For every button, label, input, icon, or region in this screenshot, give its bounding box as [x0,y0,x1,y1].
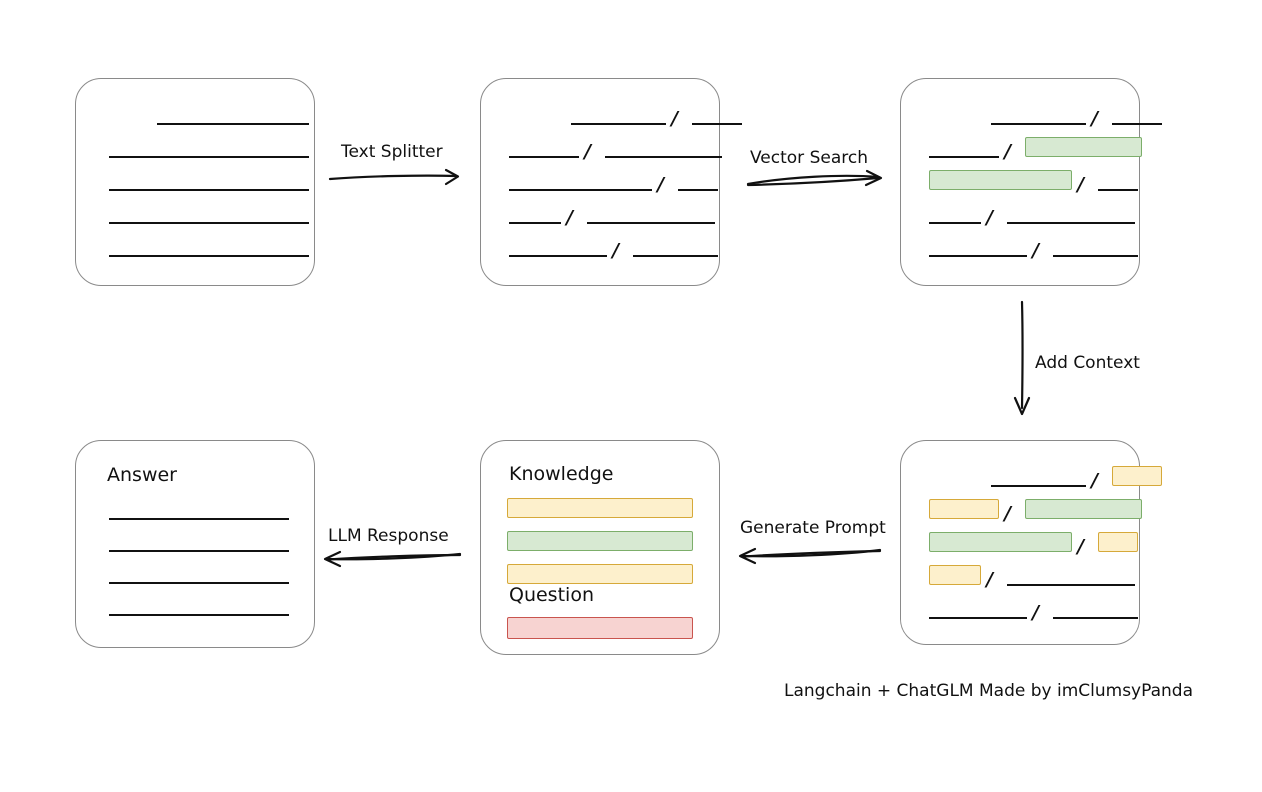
highlight-chip-green [929,170,1072,190]
prompt-knowledge-bar-3 [507,564,693,584]
prompt-knowledge-bar-1 [507,498,693,518]
highlight-chip-yellow [929,565,981,585]
chunk-separator-slash: / [1032,601,1039,624]
text-line-rule [991,485,1086,487]
arrow-text-splitter [328,168,460,186]
chunk-separator-slash: / [1077,535,1084,558]
text-line-rule [1007,222,1135,224]
text-line-rule [1007,584,1135,586]
text-line-rule [692,123,742,125]
answer-heading: Answer [107,464,177,486]
edge-label-vector-search: Vector Search [750,148,868,168]
highlight-chip-green [1025,499,1142,519]
text-line-rule [571,123,666,125]
node-answer[interactable]: Answer [75,440,315,648]
arrow-add-context [1013,300,1031,416]
context-added-lines: / / / / / [901,441,1162,644]
text-line-rule [509,222,561,224]
highlight-chip-yellow [929,499,999,519]
node-context-added[interactable]: / / / / / [900,440,1162,645]
chunk-separator-slash: / [986,568,993,591]
arrow-generate-prompt [738,547,882,565]
text-line-rule [633,255,718,257]
text-line-rule [929,617,1027,619]
footer-credit: Langchain + ChatGLM Made by imClumsyPand… [784,681,1193,701]
node-prompt[interactable]: Knowledge Question [480,440,720,655]
text-line-rule [1098,189,1138,191]
node-source-document[interactable] [75,78,315,286]
prompt-heading-question: Question [509,584,594,606]
edge-label-llm-response: LLM Response [328,526,449,546]
edge-label-add-context: Add Context [1035,353,1140,373]
text-line-rule [991,123,1086,125]
chunk-separator-slash: / [1091,469,1098,492]
chunk-separator-slash: / [612,239,619,262]
highlight-chip-yellow [1098,532,1138,552]
prompt-knowledge-bar-2 [507,531,693,551]
text-line-rule [1053,617,1138,619]
node-split-chunks[interactable]: / / / / / [480,78,742,286]
text-line-rule [509,255,607,257]
split-chunks-lines: / / / / / [481,79,742,285]
text-line-rule [929,156,999,158]
highlight-chip-green [1025,137,1142,157]
highlight-chip-yellow [1112,466,1162,486]
text-line-rule [605,156,722,158]
edge-label-generate-prompt: Generate Prompt [740,518,886,538]
chunk-separator-slash: / [584,140,591,163]
text-line-rule [109,518,289,520]
text-line-rule [157,123,309,125]
text-line-rule [509,189,652,191]
edge-label-text-splitter: Text Splitter [341,142,443,162]
chunk-separator-slash: / [671,107,678,130]
arrow-vector-search [746,169,883,187]
text-line-rule [109,255,309,257]
highlight-chip-green [929,532,1072,552]
prompt-heading-knowledge: Knowledge [509,463,614,485]
text-line-rule [109,582,289,584]
chunk-separator-slash: / [1077,173,1084,196]
chunk-separator-slash: / [986,206,993,229]
text-line-rule [509,156,579,158]
text-line-rule [109,614,289,616]
chunk-separator-slash: / [1004,140,1011,163]
text-line-rule [587,222,715,224]
chunk-separator-slash: / [1091,107,1098,130]
text-line-rule [109,550,289,552]
source-document-lines [76,79,314,285]
chunk-separator-slash: / [1004,502,1011,525]
text-line-rule [109,189,309,191]
text-line-rule [929,255,1027,257]
chunk-separator-slash: / [657,173,664,196]
text-line-rule [1053,255,1138,257]
chunk-separator-slash: / [566,206,573,229]
text-line-rule [1112,123,1162,125]
text-line-rule [678,189,718,191]
vector-matches-lines: / / / / / [901,79,1162,285]
answer-lines [76,441,314,647]
prompt-question-bar [507,617,693,639]
arrow-llm-response [323,550,462,568]
text-line-rule [109,222,309,224]
text-line-rule [929,222,981,224]
text-line-rule [109,156,309,158]
node-vector-matches[interactable]: / / / / / [900,78,1162,286]
chunk-separator-slash: / [1032,239,1039,262]
